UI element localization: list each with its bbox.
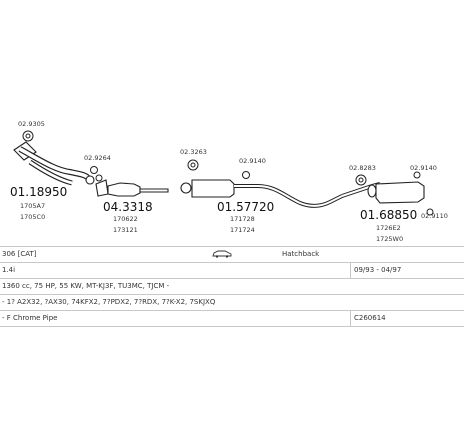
model-text: 306 [CAT]: [2, 250, 37, 258]
specs-text: 1360 cc, 75 HP, 55 KW, MT-KJ3F, TU3MC, T…: [2, 282, 170, 290]
clamp-cat-code: 02.9264: [84, 154, 111, 162]
clamp-mid-right-code: 02.9140: [239, 157, 266, 165]
clamp-mid-right[interactable]: [242, 171, 250, 179]
clamp-rear-c-code: 02.9110: [421, 212, 448, 220]
engine-codes-text: - 1? A2X32, ?AX30, 74KFX2, 7?PDX2, 7?RDX…: [2, 298, 216, 306]
info-row-specs: 1360 cc, 75 HP, 55 KW, MT-KJ3F, TU3MC, T…: [0, 279, 464, 295]
clamp-top-left-code: 02.9305: [18, 120, 45, 128]
info-row-engine: 1.4i 09/93 - 04/97: [0, 263, 464, 279]
divider: [350, 311, 351, 326]
middle-silencer-ref-1: 171728: [230, 215, 255, 223]
clamp-rear-c[interactable]: [426, 208, 434, 216]
front-pipe-ref-1: 1705A7: [20, 202, 45, 210]
clamp-rear-b-code: 02.9140: [410, 164, 437, 172]
engine-text: 1.4i: [2, 266, 16, 274]
rear-silencer-ref-1: 1726E2: [376, 224, 401, 232]
info-row-model: 306 [CAT] Hatchback: [0, 246, 464, 263]
info-row-engine-codes: - 1? A2X32, ?AX30, 74KFX2, 7?PDX2, 7?RDX…: [0, 295, 464, 311]
catalyst-ref-2: 173121: [113, 226, 138, 234]
dates-text: 09/93 - 04/97: [354, 266, 402, 274]
middle-silencer-number: 01.57720: [217, 200, 274, 214]
clamp-rear-b[interactable]: [413, 171, 421, 179]
middle-silencer-ref-2: 171724: [230, 226, 255, 234]
divider: [350, 263, 351, 278]
front-pipe[interactable]: [13, 141, 95, 186]
clamp-rear-a-code: 02.8283: [349, 164, 376, 172]
middle-silencer[interactable]: [180, 179, 343, 208]
kit-code-text: C260614: [354, 314, 386, 322]
catalyst-ref-1: 170622: [113, 215, 138, 223]
vehicle-info-table: 306 [CAT] Hatchback 1.4i 09/93 - 04/97 1…: [0, 246, 464, 327]
clamp-mid-top[interactable]: [187, 159, 199, 171]
car-icon: [212, 249, 232, 260]
front-pipe-number: 01.18950: [10, 185, 67, 199]
clamp-rear-a[interactable]: [355, 174, 367, 186]
clamp-mid-top-code: 02.3263: [180, 148, 207, 156]
pipe-text: - F Chrome Pipe: [2, 314, 58, 322]
rear-silencer-number: 01.68850: [360, 208, 417, 222]
front-pipe-ref-2: 1705C0: [20, 213, 45, 221]
clamp-cat[interactable]: [90, 166, 103, 182]
rear-silencer[interactable]: [341, 181, 425, 204]
rear-silencer-ref-2: 1725W0: [376, 235, 403, 243]
body-type-text: Hatchback: [282, 250, 320, 258]
clamp-top-left[interactable]: [22, 130, 34, 142]
exhaust-diagram: 02.9305 01.18950 1705A7 1705C0 02.9264 0…: [10, 120, 448, 243]
catalyst-number: 04.3318: [103, 200, 153, 214]
catalyst[interactable]: [95, 179, 169, 197]
info-row-pipe: - F Chrome Pipe C260614: [0, 311, 464, 327]
